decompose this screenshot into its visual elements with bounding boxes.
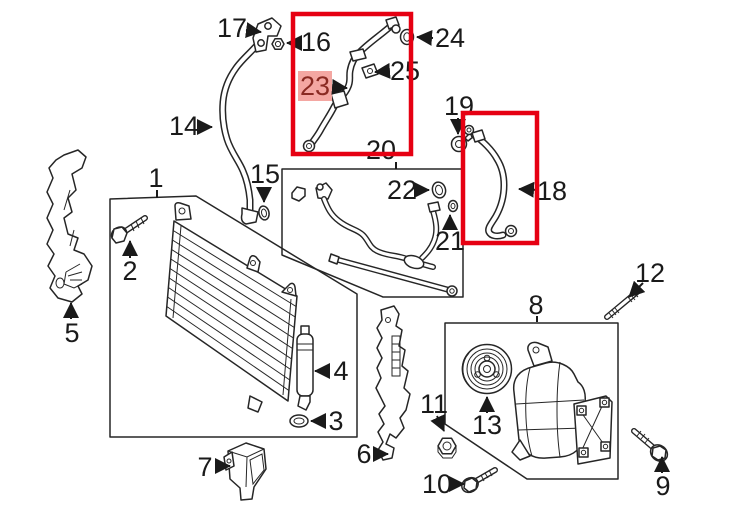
- part-callout-3[interactable]: 3: [310, 406, 344, 436]
- highlight-box-part-18: [460, 110, 540, 246]
- part-callout-13[interactable]: 13: [472, 396, 502, 440]
- callout-arrow: [331, 78, 348, 95]
- part-number-12[interactable]: 12: [635, 258, 665, 288]
- callout-arrow: [628, 280, 646, 298]
- part-number-17[interactable]: 17: [217, 13, 247, 43]
- part-number-18[interactable]: 18: [537, 176, 567, 206]
- callout-arrow: [245, 22, 262, 38]
- nut-16-drawing: [271, 38, 285, 50]
- part-callout-19[interactable]: 19: [444, 91, 474, 135]
- part-number-15[interactable]: 15: [250, 159, 280, 189]
- part-callout-5[interactable]: 5: [63, 302, 80, 348]
- bracket-7-drawing: [223, 442, 267, 501]
- part-number-8[interactable]: 8: [528, 290, 543, 320]
- oring-22-drawing: [431, 181, 447, 199]
- oring-15-drawing: [258, 205, 270, 221]
- nut-11-drawing: [437, 437, 457, 459]
- part-number-5[interactable]: 5: [64, 318, 79, 348]
- part-number-16[interactable]: 16: [301, 27, 331, 57]
- part-number-20[interactable]: 20: [366, 135, 396, 165]
- group-box-8: [444, 322, 619, 480]
- part-callout-15[interactable]: 15: [250, 159, 280, 203]
- highlight-box-layer: [290, 11, 540, 246]
- part-number-3[interactable]: 3: [328, 406, 343, 436]
- oring-3-drawing: [289, 414, 309, 428]
- receiver-drier-drawing: [296, 325, 314, 411]
- highlight-box-part-23: [290, 11, 414, 157]
- part-callout-25[interactable]: 25: [374, 56, 420, 86]
- part-callout-23[interactable]: 23: [298, 71, 348, 101]
- part-number-10[interactable]: 10: [422, 469, 452, 499]
- part-number-14[interactable]: 14: [169, 111, 199, 141]
- part-callout-24[interactable]: 24: [416, 23, 465, 53]
- part-callout-1[interactable]: 1: [148, 163, 164, 198]
- pipe-20-drawing: [291, 182, 458, 297]
- compressor-8-drawing: [511, 341, 613, 465]
- part-callout-6[interactable]: 6: [356, 439, 389, 469]
- hose-23-drawing: [302, 16, 401, 153]
- part-callout-20[interactable]: 20: [366, 135, 397, 169]
- part-number-11[interactable]: 11: [420, 389, 448, 419]
- part-number-22[interactable]: 22: [387, 175, 417, 205]
- part-number-1[interactable]: 1: [148, 163, 163, 193]
- part-callout-18[interactable]: 18: [518, 176, 567, 206]
- part-number-21[interactable]: 21: [435, 226, 465, 256]
- group-box-1: [109, 195, 358, 438]
- part-number-24[interactable]: 24: [435, 23, 465, 53]
- part-callout-21[interactable]: 21: [435, 214, 465, 256]
- part-number-23[interactable]: 23: [300, 71, 330, 101]
- part-number-4[interactable]: 4: [333, 356, 348, 386]
- part-callout-14[interactable]: 14: [169, 111, 213, 141]
- condenser-drawing: [165, 202, 298, 413]
- part-callout-9[interactable]: 9: [654, 456, 671, 501]
- callout-label-layer: 1234567891011121314151617181920212223242…: [63, 13, 671, 501]
- hose-18-drawing: [463, 124, 518, 240]
- line-art-layer: [46, 16, 669, 501]
- part-callout-7[interactable]: 7: [197, 452, 231, 482]
- part-number-6[interactable]: 6: [356, 439, 371, 469]
- part-callout-12[interactable]: 12: [628, 258, 665, 298]
- part-callout-2[interactable]: 2: [122, 240, 138, 286]
- bolt-9-drawing: [631, 428, 669, 462]
- part-number-9[interactable]: 9: [655, 471, 670, 501]
- group-box-20: [281, 168, 464, 298]
- part-callout-22[interactable]: 22: [387, 175, 430, 205]
- bolt-2-drawing: [110, 215, 148, 244]
- part-callout-4[interactable]: 4: [314, 356, 349, 386]
- part-number-13[interactable]: 13: [472, 410, 502, 440]
- hose-14-drawing: [219, 34, 267, 225]
- oring-21-drawing: [447, 199, 459, 213]
- part-callout-17[interactable]: 17: [217, 13, 262, 43]
- callout-arrow: [430, 414, 445, 432]
- part-callout-10[interactable]: 10: [422, 469, 465, 499]
- pulley-13-drawing: [461, 343, 513, 395]
- shroud-6-drawing: [375, 305, 411, 461]
- part-number-25[interactable]: 25: [390, 56, 420, 86]
- stud-12-drawing: [604, 289, 640, 320]
- part-number-7[interactable]: 7: [197, 452, 212, 482]
- part-callout-8[interactable]: 8: [528, 290, 544, 322]
- bolt-10-drawing: [461, 467, 498, 494]
- part-highlight-chip: [298, 71, 332, 101]
- part-callout-11[interactable]: 11: [420, 389, 448, 432]
- part-number-2[interactable]: 2: [122, 256, 137, 286]
- callout-arrow: [374, 62, 391, 79]
- part-number-19[interactable]: 19: [444, 91, 474, 121]
- bracket-5-drawing: [46, 149, 93, 303]
- callout-arrow: [416, 29, 434, 46]
